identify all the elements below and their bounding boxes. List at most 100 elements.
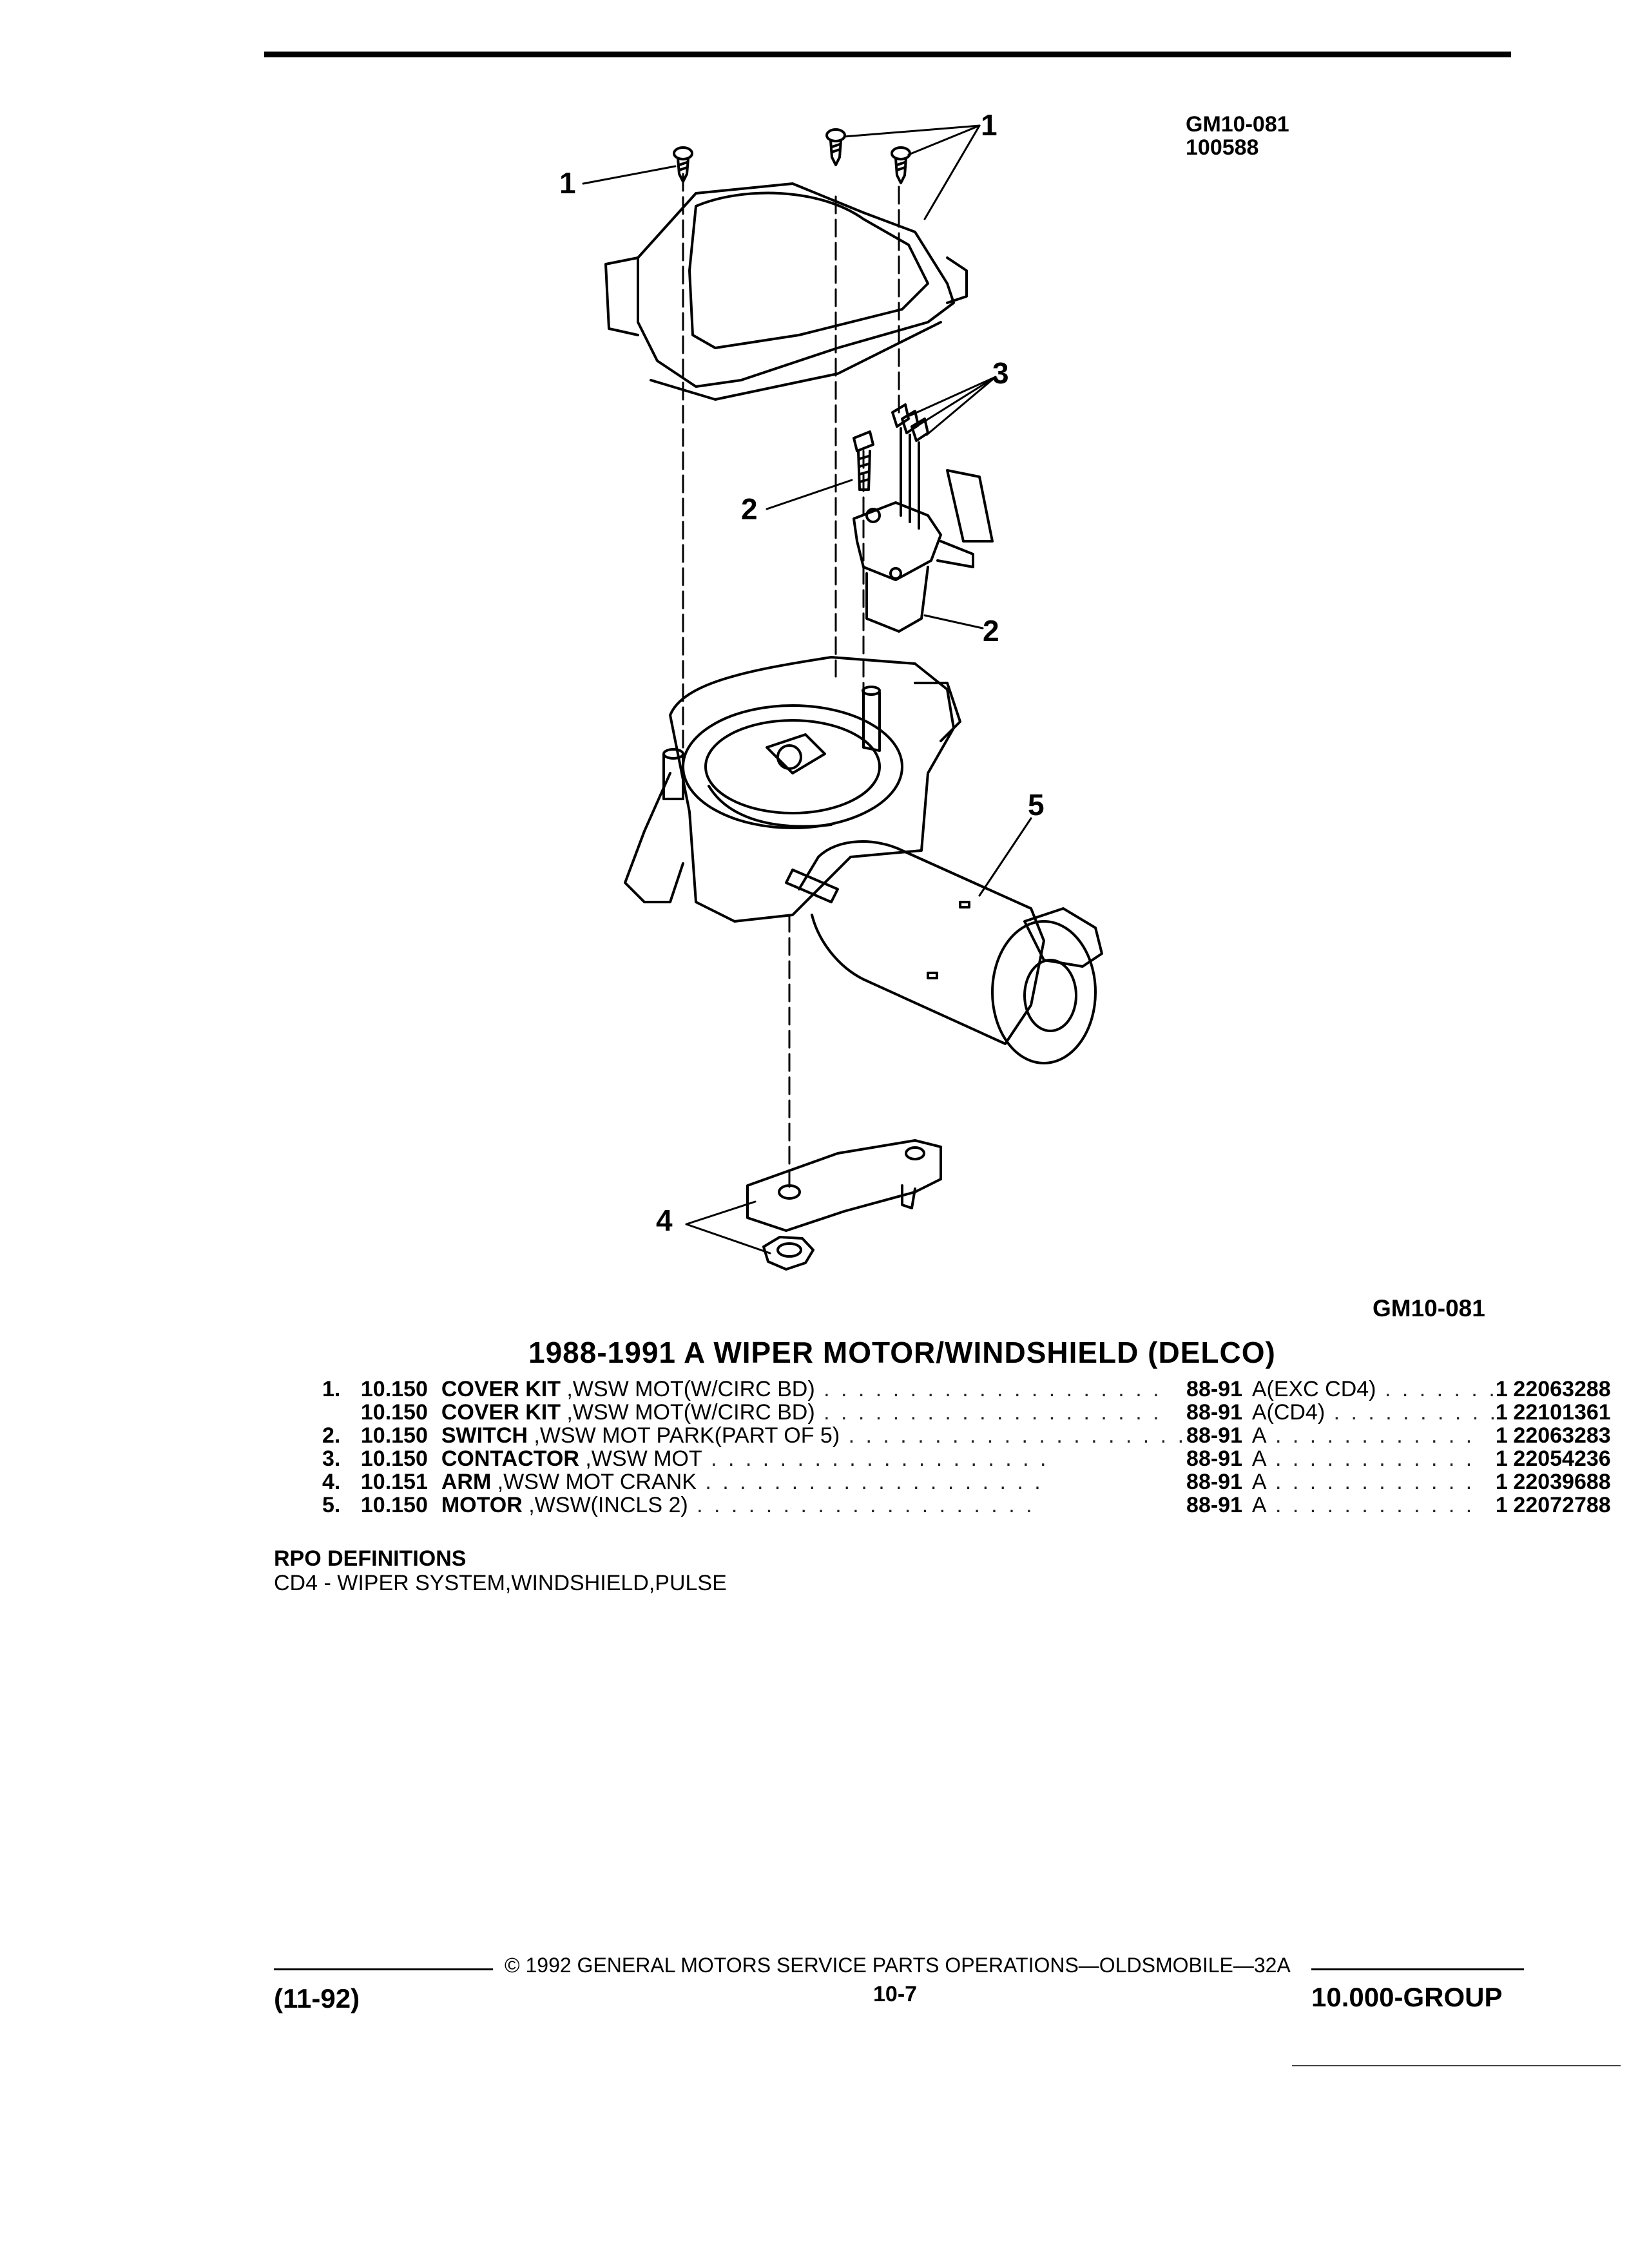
model-years: 88-91 bbox=[1186, 1493, 1242, 1517]
edge-rule bbox=[1292, 2065, 1621, 2066]
description: COVER KIT ,WSW MOT(W/CIRC BD) . . . . . … bbox=[441, 1378, 1186, 1401]
part-name: SWITCH bbox=[441, 1424, 528, 1447]
footer-copyright: © 1992 GENERAL MOTORS SERVICE PARTS OPER… bbox=[505, 1954, 1291, 1977]
dot-leader: . . . . . . . . . . . . bbox=[1333, 1401, 1496, 1424]
group-number: 10.150 bbox=[360, 1400, 428, 1425]
part-number: 22072788 bbox=[1513, 1493, 1611, 1517]
application: A(EXC CD4) . . . . . . . . . . . . bbox=[1252, 1378, 1496, 1401]
description: CONTACTOR ,WSW MOT . . . . . . . . . . .… bbox=[441, 1447, 1186, 1470]
application-code: A bbox=[1251, 1424, 1267, 1447]
part-number: 22101361 bbox=[1513, 1400, 1611, 1425]
cover-kit bbox=[604, 182, 968, 401]
parts-row: 4. 10.151 ARM ,WSW MOT CRANK . . . . . . .… bbox=[322, 1470, 1629, 1494]
part-description: ,WSW MOT PARK(PART OF 5) bbox=[534, 1424, 840, 1447]
screw-left bbox=[673, 146, 693, 183]
quantity: 1 bbox=[1495, 1377, 1508, 1401]
part-name: COVER KIT bbox=[441, 1378, 561, 1401]
item-number bbox=[322, 1401, 361, 1424]
footer-page-number: 10-7 bbox=[873, 1982, 918, 2006]
application-code: A(EXC CD4) bbox=[1251, 1378, 1376, 1401]
part-description: ,WSW MOT bbox=[585, 1447, 702, 1470]
part-name: COVER KIT bbox=[441, 1401, 561, 1424]
gearbox-housing bbox=[624, 656, 961, 923]
callout-1-right: 1 bbox=[981, 108, 998, 142]
model-years: 88-91 bbox=[1186, 1470, 1242, 1494]
quantity: 1 bbox=[1495, 1470, 1508, 1494]
application: A . . . . . . . . . . . . bbox=[1252, 1424, 1496, 1447]
part-number: 22054236 bbox=[1513, 1446, 1611, 1471]
model-years: 88-91 bbox=[1186, 1446, 1242, 1471]
description: SWITCH ,WSW MOT PARK(PART OF 5) . . . . … bbox=[441, 1424, 1186, 1447]
rpo-title: RPO DEFINITIONS bbox=[274, 1546, 467, 1571]
application: A . . . . . . . . . . . . bbox=[1252, 1447, 1496, 1470]
dot-leader: . . . . . . . . . . . . bbox=[1266, 1470, 1475, 1494]
group-number: 10.150 bbox=[360, 1423, 428, 1448]
figure-number: 100588 bbox=[1186, 135, 1259, 160]
bolt bbox=[853, 430, 874, 491]
description: COVER KIT ,WSW MOT(W/CIRC BD) . . . . . … bbox=[441, 1401, 1186, 1424]
part-description: ,WSW(INCLS 2) bbox=[528, 1494, 688, 1517]
dot-leader: . . . . . . . . . . . . . . . . . . . . bbox=[815, 1401, 1162, 1424]
footer-date: (11-92) bbox=[274, 1983, 360, 2013]
item-number: 3. bbox=[322, 1446, 341, 1471]
model-years: 88-91 bbox=[1186, 1377, 1242, 1401]
model-years: 88-91 bbox=[1186, 1423, 1242, 1448]
group-number: 10.150 bbox=[360, 1446, 428, 1471]
park-switch bbox=[853, 469, 994, 633]
group-number: 10.150 bbox=[360, 1493, 428, 1517]
dot-leader: . . . . . . . . . . . . bbox=[1266, 1494, 1475, 1517]
nut bbox=[762, 1236, 815, 1271]
callout-2-left: 2 bbox=[741, 492, 758, 526]
application: A . . . . . . . . . . . . bbox=[1252, 1470, 1496, 1494]
figure-code: GM10-081 bbox=[1186, 112, 1289, 137]
crank-arm bbox=[746, 1139, 942, 1232]
model-years: 88-91 bbox=[1186, 1400, 1242, 1425]
dot-leader: . . . . . . . . . . . . . . . . . . . . bbox=[688, 1494, 1035, 1517]
dot-leader: . . . . . . . . . . . . . . . . . . . . bbox=[696, 1470, 1043, 1494]
application-code: A bbox=[1251, 1447, 1267, 1470]
parts-row: 10.150 COVER KIT ,WSW MOT(W/CIRC BD) . . … bbox=[322, 1401, 1629, 1424]
part-description: ,WSW MOT CRANK bbox=[497, 1470, 697, 1494]
parts-row: 2. 10.150 SWITCH ,WSW MOT PARK(PART OF 5) … bbox=[322, 1424, 1629, 1447]
description: ARM ,WSW MOT CRANK . . . . . . . . . . .… bbox=[441, 1470, 1186, 1494]
dot-leader: . . . . . . . . . . . . . . . . . . . . bbox=[840, 1424, 1187, 1447]
parts-row: 3. 10.150 CONTACTOR ,WSW MOT . . . . . . .… bbox=[322, 1447, 1629, 1470]
dot-leader: . . . . . . . . . . . . bbox=[1266, 1447, 1475, 1470]
footer-rule-left bbox=[274, 1968, 493, 1970]
quantity: 1 bbox=[1495, 1423, 1508, 1448]
group-number: 10.150 bbox=[360, 1377, 428, 1401]
part-name: ARM bbox=[441, 1470, 492, 1494]
rpo-definition: CD4 - WIPER SYSTEM,WINDSHIELD,PULSE bbox=[274, 1571, 727, 1595]
dot-leader: . . . . . . . . . . . . bbox=[1384, 1378, 1496, 1401]
callout-1-left: 1 bbox=[559, 166, 576, 200]
description: MOTOR ,WSW(INCLS 2) . . . . . . . . . . … bbox=[441, 1494, 1186, 1517]
item-number: 2. bbox=[322, 1423, 341, 1448]
application: A(CD4) . . . . . . . . . . . . bbox=[1252, 1401, 1496, 1424]
top-rule bbox=[264, 52, 1511, 57]
group-number: 10.151 bbox=[360, 1470, 428, 1494]
item-number: 4. bbox=[322, 1470, 341, 1494]
callout-5: 5 bbox=[1028, 788, 1045, 822]
motor bbox=[785, 840, 1103, 1064]
callout-4: 4 bbox=[656, 1204, 673, 1237]
footer-group: 10.000-GROUP bbox=[1311, 1982, 1503, 2012]
dot-leader: . . . . . . . . . . . . . . . . . . . . bbox=[702, 1447, 1049, 1470]
assembly-centerlines bbox=[682, 173, 900, 1193]
quantity: 1 bbox=[1495, 1446, 1508, 1471]
section-title: 1988-1991 A WIPER MOTOR/WINDSHIELD (DELC… bbox=[528, 1336, 1276, 1369]
quantity: 1 bbox=[1495, 1493, 1508, 1517]
callout-3: 3 bbox=[992, 356, 1009, 390]
leader-lines bbox=[582, 124, 1032, 1254]
quantity: 1 bbox=[1495, 1400, 1508, 1425]
part-number: 22063283 bbox=[1513, 1423, 1611, 1448]
screw-center bbox=[825, 128, 846, 166]
dot-leader: . . . . . . . . . . . . . . . . . . . . bbox=[815, 1378, 1162, 1401]
application-code: A(CD4) bbox=[1251, 1401, 1325, 1424]
figure-code-bottom: GM10-081 bbox=[1373, 1295, 1485, 1321]
part-number: 22063288 bbox=[1513, 1377, 1611, 1401]
application-code: A bbox=[1251, 1494, 1267, 1517]
